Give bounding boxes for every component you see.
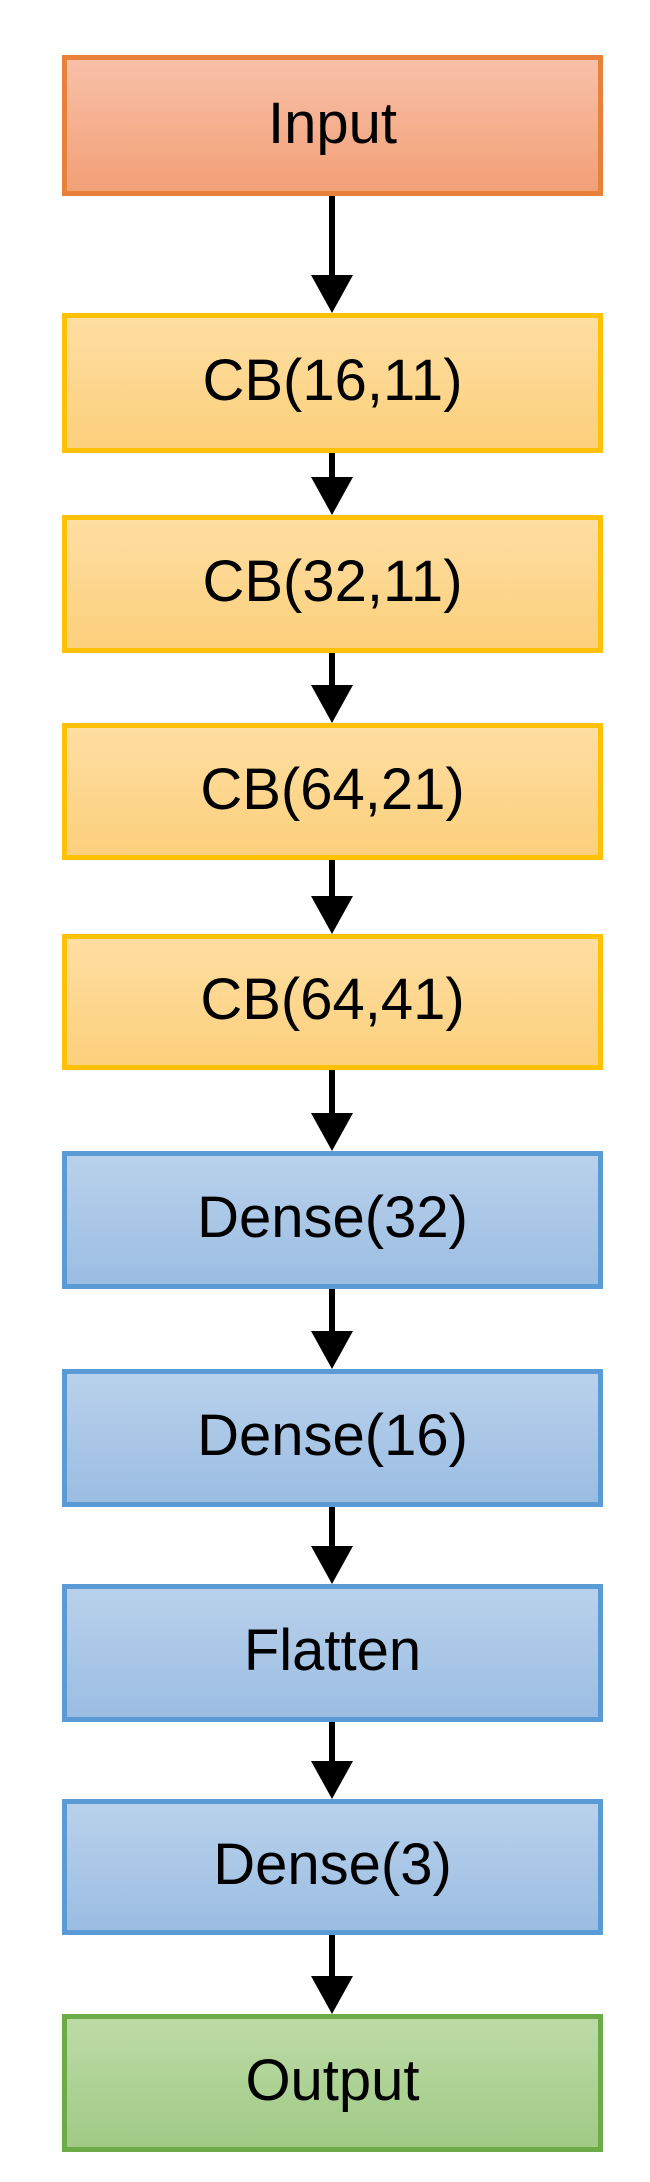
flow-arrow-icon [0, 860, 650, 934]
flow-arrow-icon [0, 1507, 650, 1584]
node-output-label: Output [245, 2048, 420, 2113]
node-cb-64-41-label: CB(64,41) [200, 967, 465, 1032]
node-dense-16: Dense(16) [62, 1369, 603, 1507]
node-cb-64-21-label: CB(64,21) [200, 756, 465, 822]
node-cb-64-41: CB(64,41) [62, 934, 603, 1070]
flow-arrow-icon [0, 453, 650, 515]
node-cb-64-21: CB(64,21) [62, 723, 603, 860]
node-dense-16-label: Dense(16) [197, 1403, 468, 1468]
flow-arrow-icon [0, 1070, 650, 1151]
node-cb-16-11-label: CB(16,11) [202, 348, 463, 413]
node-dense-32: Dense(32) [62, 1151, 603, 1289]
node-dense-32-label: Dense(32) [197, 1185, 468, 1250]
node-cb-32-11: CB(32,11) [62, 515, 603, 653]
flow-arrow-icon [0, 1935, 650, 2014]
flow-arrow-icon [0, 1722, 650, 1799]
node-flatten-label: Flatten [243, 1618, 422, 1683]
node-dense-3-label: Dense(3) [213, 1832, 452, 1897]
node-output: Output [62, 2014, 603, 2152]
node-flatten: Flatten [62, 1584, 603, 1722]
flow-arrow-icon [0, 1289, 650, 1369]
node-input: Input [62, 55, 603, 196]
node-cb-32-11-label: CB(32,11) [202, 549, 463, 614]
flow-arrow-icon [0, 653, 650, 723]
node-dense-3: Dense(3) [62, 1799, 603, 1935]
node-input-label: Input [268, 90, 397, 156]
flow-arrow-icon [0, 196, 650, 313]
node-cb-16-11: CB(16,11) [62, 313, 603, 453]
